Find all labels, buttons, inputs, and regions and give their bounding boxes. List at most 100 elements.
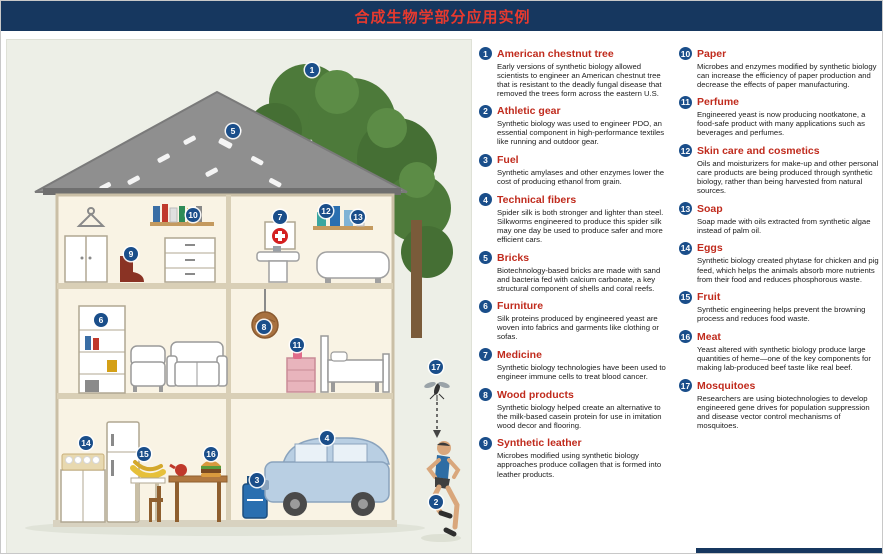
item-title: Fruit [697,291,721,304]
item-description: Researchers are using biotechnologies to… [697,393,870,430]
item-description: Synthetic biology was used to engineer P… [497,119,665,147]
item-title: Mosquitoes [697,379,756,392]
bathroom [256,206,390,283]
item-number-badge: 6 [479,299,492,313]
mosquito-icon [424,381,450,401]
scene-badge-17: 17 [429,360,443,374]
item-number-badge: 8 [479,388,492,402]
scene-badge-2: 2 [429,495,443,509]
drawer-unit [164,237,216,283]
item-title: Synthetic leather [497,437,582,450]
center-wall [226,195,231,522]
foundation [53,520,397,527]
closet-room [64,204,216,283]
item-title: Wood products [497,388,574,401]
item-title: Athletic gear [497,105,561,118]
item-number-badge: 7 [479,348,492,362]
floor-slab-lower [57,393,393,399]
mosquito-down-arrow [433,402,441,438]
item-description: Microbes modified using synthetic biolog… [497,451,662,479]
runner [421,441,461,542]
footer-accent-bar [696,548,882,553]
scene-badge-6: 6 [94,313,108,327]
item-description: Spider silk is both stronger and lighter… [497,207,664,244]
scene-badge-3: 3 [250,473,264,487]
item-number-badge: 17 [679,379,692,393]
item-number-badge: 2 [479,104,492,118]
clothes-hanger-icon [76,212,106,227]
tree-trunk [411,220,422,338]
item-description: Yeast altered with synthetic biology pro… [697,344,871,372]
item-number-badge: 10 [679,47,692,60]
item-description: Soap made with oils extracted from synth… [697,216,871,235]
scene-badge-1: 1 [305,63,319,77]
sink [256,246,300,283]
item-description: Oils and moisturizers for make-up and ot… [697,158,879,196]
item-title: American chestnut tree [497,47,614,60]
leather-boot [120,256,144,282]
item-description: Synthetic biology technologies have been… [497,362,666,382]
item-number-badge: 4 [479,193,492,207]
item-number-badge: 9 [479,436,492,450]
item-description: Synthetic biology created phytase for ch… [697,256,879,284]
kitchen-chair [149,486,163,522]
scene-badge-10: 10 [186,208,200,222]
item-number-badge: 13 [679,202,692,216]
item-description: Synthetic engineering helps prevent the … [697,305,866,324]
chestnut-tree [248,64,453,338]
item-description: Microbes and enzymes modified by synthet… [697,61,877,89]
item-number-badge: 12 [679,144,692,158]
scene-badge-13: 13 [351,210,365,224]
egg-counter [60,453,106,523]
item-number-badge: 16 [679,330,692,344]
item-number-badge: 15 [679,290,692,304]
garage [242,437,390,519]
item-title: Perfume [697,96,740,109]
item-description: Silk proteins produced by engineered yea… [497,314,659,342]
scene-badge-16: 16 [204,447,218,461]
item-description: Synthetic biology helped create an alter… [497,402,662,430]
item-title: Technical fibers [497,193,577,206]
roof [34,90,408,195]
header-bar: 合成生物学部分应用实例 [1,1,882,31]
item-description: Early versions of synthetic biology allo… [497,61,662,98]
bed [320,335,390,393]
item-title: Paper [697,47,727,60]
item-title: Soap [697,202,723,215]
scene-badge-9: 9 [124,247,138,261]
car [261,437,390,516]
scene-badge-4: 4 [320,431,334,445]
medicine-cabinet [264,221,296,250]
burger [201,460,221,477]
armchair [130,345,166,392]
scene-badge-7: 7 [273,210,287,224]
item-description: Synthetic amylases and other enzymes low… [497,168,665,187]
item-number-badge: 14 [679,241,692,255]
item-title: Skin care and cosmetics [697,144,820,157]
scene-badge-14: 14 [79,436,93,450]
roof-eave [43,188,401,195]
teapot [175,464,187,476]
item-number-badge: 11 [679,95,692,109]
scene-badge-5: 5 [226,124,240,138]
item-title: Bricks [497,251,530,264]
bathtub [316,251,390,283]
item-description: Engineered yeast is now producing nootka… [697,110,866,138]
scene-badge-15: 15 [137,447,151,461]
